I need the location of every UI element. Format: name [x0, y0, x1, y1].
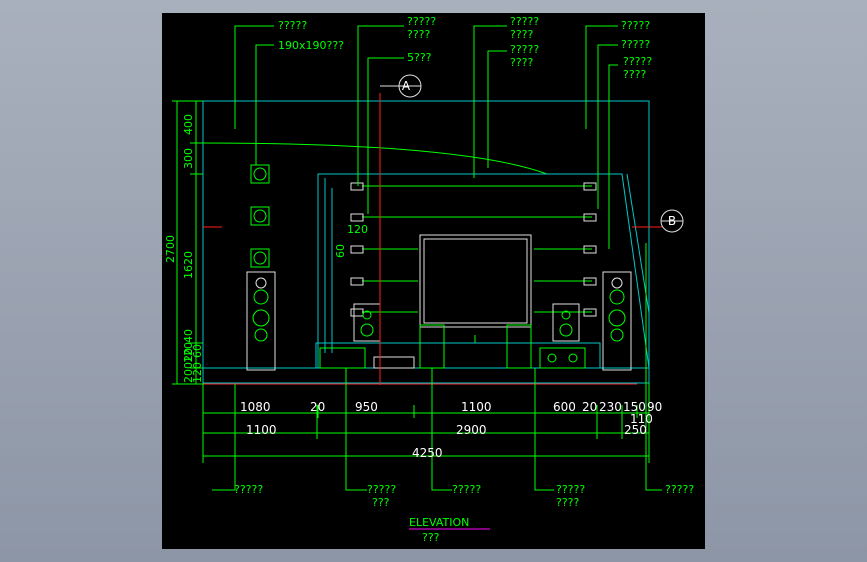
callout-b4b: ???? [556, 496, 580, 509]
hdim-20: 20 [310, 400, 325, 414]
drawing-title: ELEVATION [409, 516, 469, 529]
cad-viewport[interactable]: ????? 190x190??? ????? ???? 5??? ????? ?… [162, 13, 705, 549]
hdim-1080: 1080 [240, 400, 271, 414]
vdim-40: 40 [182, 329, 195, 343]
vdim-60: 60 [191, 344, 204, 358]
vdim-1620: 1620 [182, 251, 195, 279]
callout-b2a: ????? [367, 483, 396, 496]
inner-dim-60: 60 [334, 244, 347, 258]
callout-b3: ????? [452, 483, 481, 496]
hdim-1100-total: 1100 [246, 423, 277, 437]
elevation-drawing: ????? 190x190??? ????? ???? 5??? ????? ?… [164, 15, 694, 544]
hdim-2900: 2900 [456, 423, 487, 437]
hdim-150: 150 [623, 400, 646, 414]
callout-leaders-bottom [212, 243, 662, 491]
callout-r1: ????? [621, 19, 650, 32]
callout-r3b: ???? [623, 68, 647, 81]
vdim-400: 400 [182, 114, 195, 135]
callout-m1b: ???? [407, 28, 431, 41]
callout-b1: ????? [234, 483, 263, 496]
vertical-dimension-labels: 400 300 1620 2700 120 60 40 20020 120 [164, 114, 204, 383]
television [419, 234, 532, 344]
wall-tiles [250, 164, 270, 268]
callout-b5: ????? [665, 483, 694, 496]
callout-l1: ????? [278, 19, 307, 32]
vdim-120: 120 [182, 342, 195, 363]
speaker-right [602, 271, 632, 371]
horizontal-dimension-labels: 1080 20 950 1100 600 20 230 150 90 110 1… [240, 400, 662, 460]
callout-b4a: ????? [556, 483, 585, 496]
callout-c2a: ????? [510, 43, 539, 56]
callout-c1b: ???? [510, 28, 534, 41]
section-marker-b [203, 209, 684, 233]
callout-m2: 5??? [407, 51, 432, 64]
callout-labels-bottom: ????? ????? ??? ????? ????? ???? ????? [234, 483, 694, 509]
hdim-250: 250 [624, 423, 647, 437]
callout-l2: 190x190??? [278, 39, 344, 52]
section-label-a: A [402, 79, 411, 93]
speaker-left [246, 271, 276, 371]
hdim-4250: 4250 [412, 446, 443, 460]
section-label-b: B [668, 214, 676, 228]
vdim-2700: 2700 [164, 235, 177, 263]
callout-r3a: ????? [623, 55, 652, 68]
section-marker-a [379, 74, 422, 385]
callout-b2b: ??? [372, 496, 390, 509]
horizontal-dimension-lines [202, 383, 650, 463]
drawing-subtitle: ??? [422, 531, 440, 544]
vertical-dimension-lines [172, 100, 203, 385]
callout-c2b: ???? [510, 56, 534, 69]
shelf-lines [350, 182, 597, 317]
hdim-90: 90 [647, 400, 662, 414]
inner-dim-120: 120 [347, 223, 368, 236]
vdim-300: 300 [182, 148, 195, 169]
callout-m1a: ????? [407, 15, 436, 28]
hdim-1100: 1100 [461, 400, 492, 414]
vdim-20020: 20020 [182, 348, 195, 383]
callout-leaders-top [234, 25, 618, 249]
tv-cabinet [315, 324, 601, 369]
callout-c1a: ????? [510, 15, 539, 28]
hdim-950: 950 [355, 400, 378, 414]
callout-r2: ????? [621, 38, 650, 51]
hdim-20b: 20 [582, 400, 597, 414]
hdim-600: 600 [553, 400, 576, 414]
hdim-230: 230 [599, 400, 622, 414]
callout-labels-top: ????? 190x190??? ????? ???? 5??? ????? ?… [278, 15, 652, 81]
vdim-120-bottom: 120 [191, 362, 204, 383]
hdim-110: 110 [630, 412, 653, 426]
wall-outline [202, 100, 650, 385]
